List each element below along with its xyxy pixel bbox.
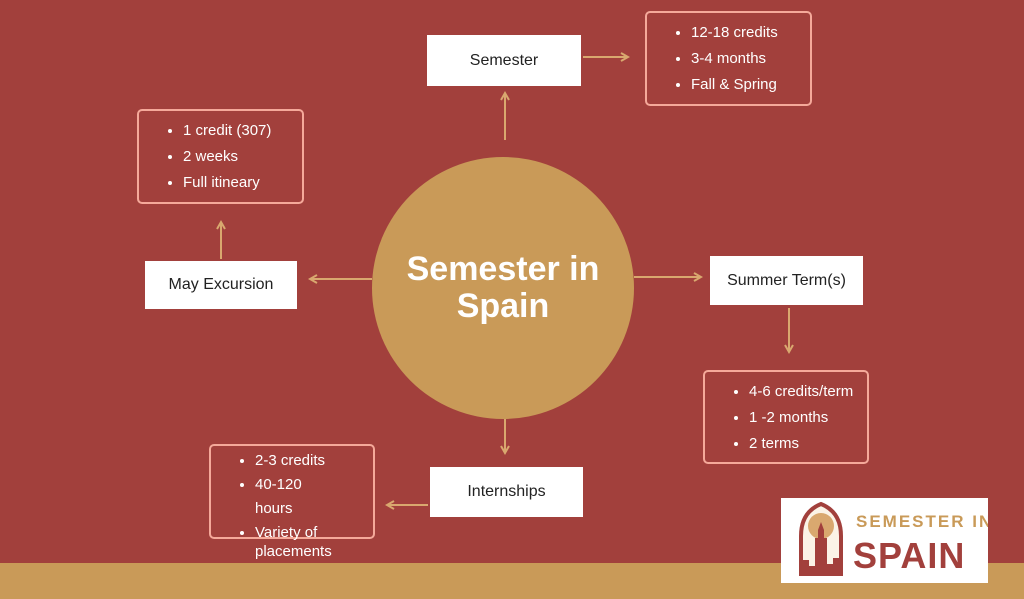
detail-item: 1 credit (307) [183, 118, 302, 144]
semester-details: 12-18 credits 3-4 months Fall & Spring [645, 11, 812, 106]
summer-details: 4-6 credits/term 1 -2 months 2 terms [703, 370, 869, 464]
node-summer-term: Summer Term(s) [710, 256, 863, 305]
detail-item: Fall & Spring [691, 72, 810, 98]
detail-item: 1 -2 months [749, 405, 867, 431]
detail-item: 2 weeks [183, 144, 302, 170]
detail-item: Variety of placements [255, 521, 343, 561]
tower-emblem-icon [799, 501, 843, 576]
detail-item: 4-6 credits/term [749, 379, 867, 405]
detail-item: 40-120 hours [255, 473, 343, 521]
center-circle: Semester in Spain [372, 157, 634, 419]
internship-details: 2-3 credits 40-120 hours Variety of plac… [209, 444, 375, 560]
logo-line-1: SEMESTER IN [856, 512, 988, 531]
node-semester: Semester [427, 35, 581, 86]
detail-item: 12-18 credits [691, 20, 810, 46]
detail-item: 3-4 months [691, 46, 810, 72]
center-title: Semester in Spain [406, 250, 600, 325]
node-may-excursion: May Excursion [145, 261, 297, 309]
detail-item: Full itineary [183, 170, 302, 196]
detail-item: 2 terms [749, 431, 867, 457]
may-excursion-details: 1 credit (307) 2 weeks Full itineary [137, 109, 304, 204]
detail-item: 2-3 credits [255, 449, 343, 473]
logo-line-2: SPAIN [853, 535, 966, 576]
node-internships: Internships [430, 467, 583, 517]
semester-in-spain-logo: SEMESTER IN SPAIN [781, 498, 988, 583]
